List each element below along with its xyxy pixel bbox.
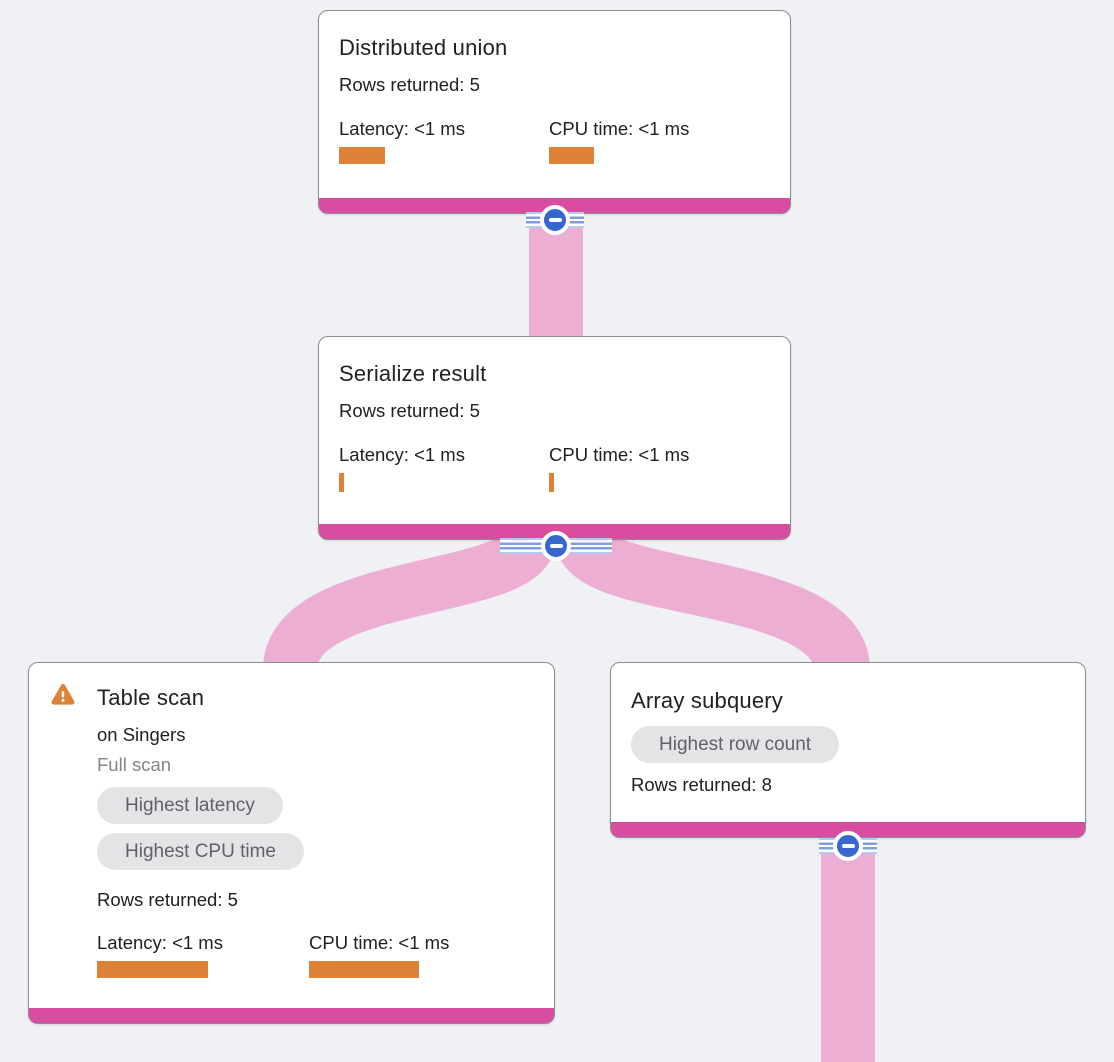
minus-icon: [549, 544, 563, 548]
cpu-time-bar: [549, 147, 594, 164]
rows-returned-text: Rows returned: 5: [97, 889, 238, 910]
cpu-time-label: CPU time: <1 ms: [309, 932, 450, 953]
node-title: Serialize result: [339, 361, 487, 386]
cpu-time-label: CPU time: <1 ms: [549, 118, 690, 139]
minus-circle-icon[interactable]: [541, 531, 571, 561]
cpu-time-bar: [549, 473, 554, 492]
badge-highest-latency: Highest latency: [97, 787, 283, 824]
node-subtitle: on Singers: [97, 724, 186, 745]
minus-icon: [841, 844, 855, 848]
full-scan-note: Full scan: [97, 754, 172, 775]
rows-returned-text: Rows returned: 8: [631, 774, 772, 795]
node-array-subquery[interactable]: Array subquery Highest row count Rows re…: [610, 662, 1086, 838]
rows-returned-text: Rows returned: 5: [339, 400, 480, 421]
minus-circle-icon[interactable]: [540, 205, 570, 235]
node-distributed-union[interactable]: Distributed union Rows returned: 5 Laten…: [318, 10, 791, 214]
node-title: Distributed union: [339, 35, 508, 60]
latency-label: Latency: <1 ms: [339, 444, 465, 465]
collapse-button-serialize-result[interactable]: [500, 531, 612, 561]
node-serialize-result[interactable]: Serialize result Rows returned: 5 Latenc…: [318, 336, 791, 540]
latency-bar: [339, 473, 344, 492]
node-footer-bar: [611, 822, 1085, 837]
badge-highest-cpu-time: Highest CPU time: [97, 833, 304, 870]
collapse-button-array-subquery[interactable]: [819, 831, 877, 861]
warning-triangle-icon: [49, 681, 77, 714]
node-table-scan[interactable]: Table scan on Singers Full scan Highest …: [28, 662, 555, 1024]
latency-bar: [97, 961, 208, 978]
minus-circle-icon[interactable]: [833, 831, 863, 861]
cpu-time-bar: [309, 961, 419, 978]
edge-serialize-result-to-table-scan: [263, 530, 556, 674]
badge-highest-row-count: Highest row count: [631, 726, 840, 763]
node-title: Array subquery: [631, 688, 783, 713]
latency-label: Latency: <1 ms: [97, 932, 223, 953]
node-footer-bar: [29, 1008, 554, 1023]
rows-returned-text: Rows returned: 5: [339, 74, 480, 95]
cpu-time-label: CPU time: <1 ms: [549, 444, 690, 465]
minus-icon: [548, 218, 562, 222]
edge-serialize-result-to-array-subquery: [555, 528, 870, 674]
latency-label: Latency: <1 ms: [339, 118, 465, 139]
collapse-button-distributed-union[interactable]: [526, 205, 584, 235]
latency-bar: [339, 147, 385, 164]
node-title: Table scan: [97, 685, 205, 710]
